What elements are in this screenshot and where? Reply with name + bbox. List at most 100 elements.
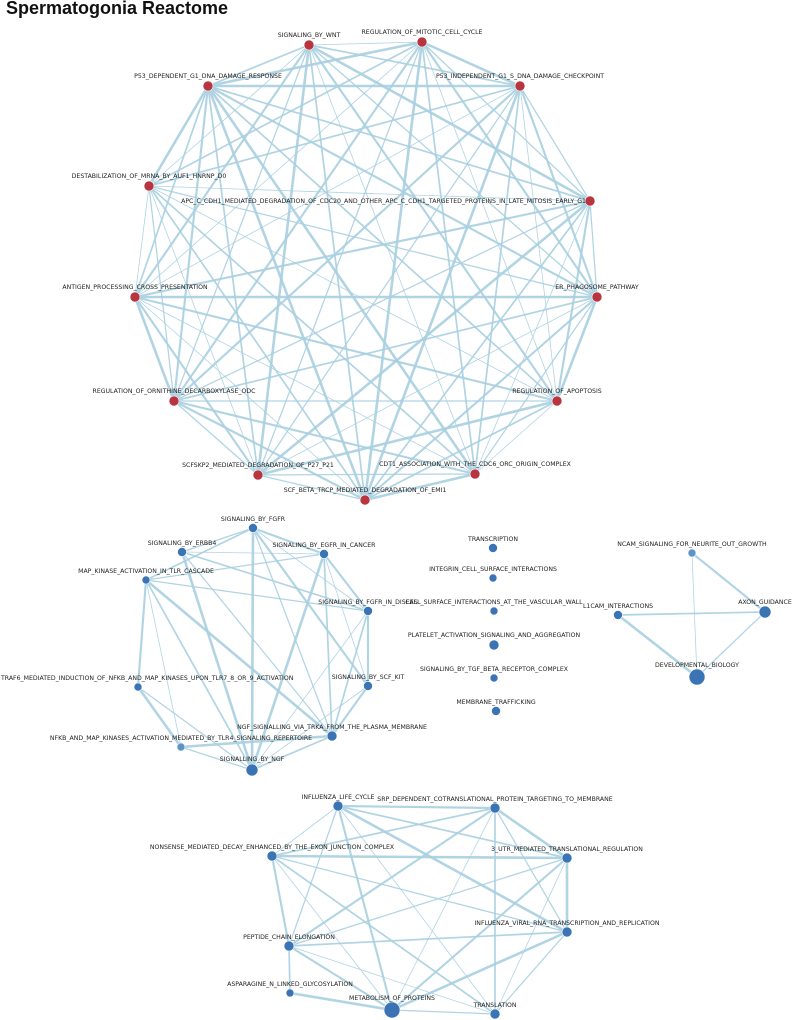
edge-er-emi1 (364, 296, 598, 501)
node-cellsurf[interactable] (489, 606, 499, 616)
node-peptide[interactable] (283, 940, 295, 952)
node-transl[interactable] (489, 1008, 501, 1020)
node-label-utr: 3_UTR_MEDIATED_TRANSLATIONAL_REGULATION (491, 846, 643, 853)
edge-cdt1-p27 (257, 473, 476, 476)
node-transcription[interactable] (488, 543, 498, 553)
edge-peptide-asparagine (288, 945, 291, 994)
edge-fgfr-mapk (145, 527, 254, 581)
node-label-tgf: SIGNALING_BY_TGF_BETA_RECEPTOR_COMPLEX (420, 666, 569, 673)
node-emi1[interactable] (359, 494, 371, 506)
node-scfkit[interactable] (363, 681, 373, 691)
node-mrna[interactable] (143, 180, 155, 192)
edge-srp-peptide (288, 807, 496, 947)
edge-peptide-metab (288, 945, 393, 1011)
node-apc[interactable] (584, 195, 596, 207)
node-label-mitotic: REGULATION_OF_MITOTIC_CELL_CYCLE (362, 29, 483, 36)
edge-p53ind-cdt1 (474, 85, 521, 475)
node-label-erbb4: SIGNALING_BY_ERBB4 (148, 540, 217, 547)
node-label-ncam: NCAM_SIGNALING_FOR_NEURITE_OUT_GROWTH (617, 541, 767, 548)
edge-mrna-p53dep (147, 85, 210, 187)
node-label-axonguid: AXON_GUIDANCE (738, 599, 792, 606)
node-integrin[interactable] (488, 573, 498, 583)
node-traf6[interactable] (133, 682, 143, 692)
page-title: Spermatogonia Reactome (6, 0, 229, 18)
edge-p27-p53dep (207, 85, 259, 476)
edge-utr-peptide (288, 857, 568, 947)
node-srp[interactable] (489, 802, 501, 814)
node-fgfr[interactable] (248, 523, 258, 533)
node-mitotic[interactable] (416, 36, 428, 48)
node-trka[interactable] (326, 730, 338, 742)
edge-egfrc-fgfrd (323, 553, 369, 612)
node-ngfn[interactable] (245, 763, 259, 777)
node-viral[interactable] (561, 926, 573, 938)
edge-erbb4-trka (181, 551, 333, 737)
node-nmd[interactable] (266, 850, 278, 862)
node-egfrc[interactable] (319, 549, 329, 559)
edge-egfrc-mapk (145, 553, 325, 581)
node-axonguid[interactable] (758, 605, 772, 619)
edge-axonguid-devbio (696, 611, 766, 678)
edge-scfkit-ngfn (251, 685, 369, 771)
node-label-apop: REGULATION_OF_APOPTOSIS (512, 388, 602, 395)
edge-p53ind-odc (173, 85, 521, 402)
edge-trka-nfkb (180, 734, 333, 749)
node-membrane[interactable] (491, 706, 501, 716)
edge-influenza-transl (337, 805, 496, 1015)
edge-apop-emi1 (364, 400, 558, 501)
node-p53dep[interactable] (202, 80, 214, 92)
edge-p53ind-emi1 (363, 85, 522, 501)
edge-nmd-utr (271, 854, 568, 860)
edge-egfrc-scfkit (323, 553, 369, 687)
node-label-nfkb: NFKB_AND_MAP_KINASES_ACTIVATION_MEDIATED… (50, 735, 312, 742)
node-wnt[interactable] (303, 39, 315, 51)
node-devbio[interactable] (688, 668, 706, 686)
node-utr[interactable] (561, 852, 573, 864)
edge-wnt-mitotic (308, 41, 423, 46)
edge-apop-mrna (148, 185, 558, 402)
node-platelet[interactable] (488, 639, 500, 651)
node-metab[interactable] (383, 1001, 401, 1019)
edge-apop-antigen (134, 295, 558, 403)
node-odc[interactable] (168, 395, 180, 407)
edge-fgfr-ngfn (250, 527, 255, 771)
node-label-ngfn: SIGNALLING_BY_NGF (220, 756, 285, 763)
edge-apc-er (589, 200, 598, 298)
edge-apc-odc (173, 200, 591, 402)
edge-er-cdt1 (474, 296, 598, 475)
edge-influenza-srp (337, 804, 496, 810)
node-l1cam[interactable] (613, 610, 623, 620)
edges-layer (133, 40, 766, 1015)
node-label-p53ind: P53_INDEPENDENT_G1_S_DNA_DAMAGE_CHECKPOI… (436, 73, 604, 80)
node-influenza[interactable] (332, 800, 344, 812)
node-label-influenza: INFLUENZA_LIFE_CYCLE (302, 794, 375, 801)
node-mapk[interactable] (141, 575, 151, 585)
edge-mapk-fgfrd (145, 579, 369, 612)
edge-asparagine-metab (289, 991, 393, 1012)
node-antigen[interactable] (129, 291, 141, 303)
edge-mapk-ngfn (145, 579, 253, 771)
node-label-srp: SRP_DEPENDENT_COTRANSLATIONAL_PROTEIN_TA… (377, 796, 612, 803)
node-fgfrd[interactable] (363, 606, 373, 616)
node-label-egfrc: SIGNALING_BY_EGFR_IN_CANCER (273, 542, 377, 549)
node-p53ind[interactable] (514, 80, 526, 92)
edge-egfrc-trka (323, 553, 333, 737)
node-asparagine[interactable] (285, 988, 295, 998)
edge-wnt-apop (308, 44, 558, 402)
node-er[interactable] (591, 291, 603, 303)
node-tgf[interactable] (489, 673, 499, 683)
edge-mitotic-antigen (134, 41, 423, 298)
node-cdt1[interactable] (469, 468, 481, 480)
node-apop[interactable] (551, 395, 563, 407)
edge-viral-transl (494, 931, 568, 1015)
node-nfkb[interactable] (176, 742, 186, 752)
node-ncam[interactable] (687, 548, 697, 558)
edge-l1cam-devbio (617, 613, 698, 679)
edge-p53ind-antigen (134, 85, 521, 298)
edge-fgfrd-trka (331, 610, 369, 737)
edge-cdt1-mrna (148, 185, 476, 475)
node-p27[interactable] (252, 469, 264, 481)
node-erbb4[interactable] (177, 547, 187, 557)
edge-influenza-viral (337, 804, 568, 934)
edge-apop-cdt1 (474, 400, 558, 475)
